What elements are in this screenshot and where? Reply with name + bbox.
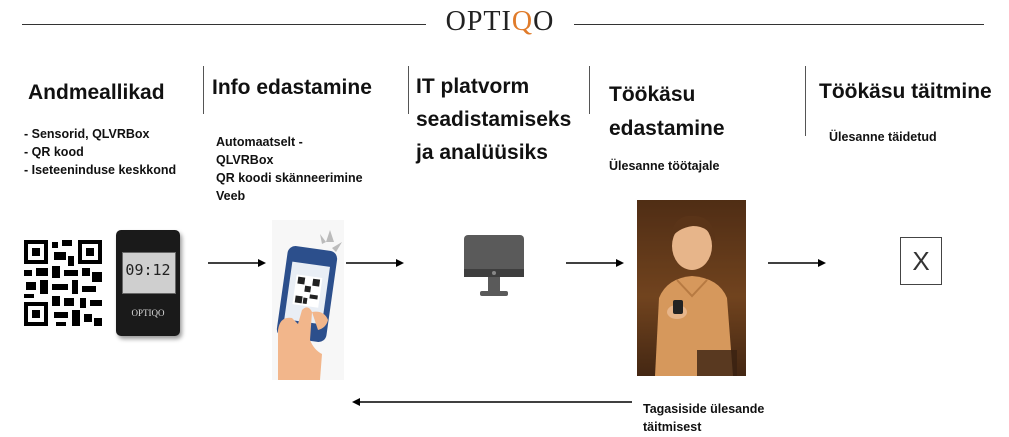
stage-subtitle-tootajale: Ülesanne töötajale [609,159,720,173]
list-item: QLVRBox [216,153,274,167]
arrow-right-1 [208,259,266,267]
arrow-right-3 [566,259,624,267]
list-item: - QR kood [24,145,84,159]
stage-list-andmeallikad: - Sensorid, QLVRBox - QR kood - Iseteeni… [24,125,176,179]
hand-phone-qr-icon [272,220,344,380]
feedback-arrow [352,398,632,406]
header-rule-left [22,24,426,25]
qr-code-icon [22,238,104,328]
stage-list-info-edastamine: Automaatselt - QLVRBox QR koodi skänneer… [216,133,363,205]
device-clock-display: 09:12 [125,261,171,279]
arrow-right-4 [768,259,826,267]
separator-4 [805,66,806,136]
arrow-right-2 [346,259,404,267]
worker-photo [637,200,746,376]
list-item: Automaatselt - [216,135,303,149]
feedback-label: Tagasiside ülesande täitmisest [643,402,765,434]
separator-1 [203,66,204,114]
stage-title-tookasu-taitmine: Töökäsu täitmine [819,80,992,103]
stage-title-andmeallikad: Andmeallikad [28,81,165,104]
device-brand-label: OPTIQO [131,308,165,318]
stage-title-tookasu-edastamine: Töökäsu edastamine [609,83,725,140]
stage-title-it-platvorm: IT platvorm seadistamiseks ja analüüsiks [416,75,572,164]
list-item: - Sensorid, QLVRBox [24,127,150,141]
header-rule-right [574,24,984,25]
stage-title-info-edastamine: Info edastamine [212,76,372,99]
optiqo-logo: OPTIQO [445,6,555,37]
list-item: Veeb [216,189,246,203]
list-item: QR koodi skänneerimine [216,171,363,185]
qlvrbox-device-icon: 09:12 OPTIQO [116,230,180,336]
done-box-icon: X [900,237,942,285]
separator-2 [408,66,409,114]
monitor-icon [462,233,526,299]
done-box-mark: X [912,246,930,276]
separator-3 [589,66,590,114]
list-item: - Iseteeninduse keskkond [24,163,177,177]
stage-subtitle-taidetud: Ülesanne täidetud [829,130,937,144]
